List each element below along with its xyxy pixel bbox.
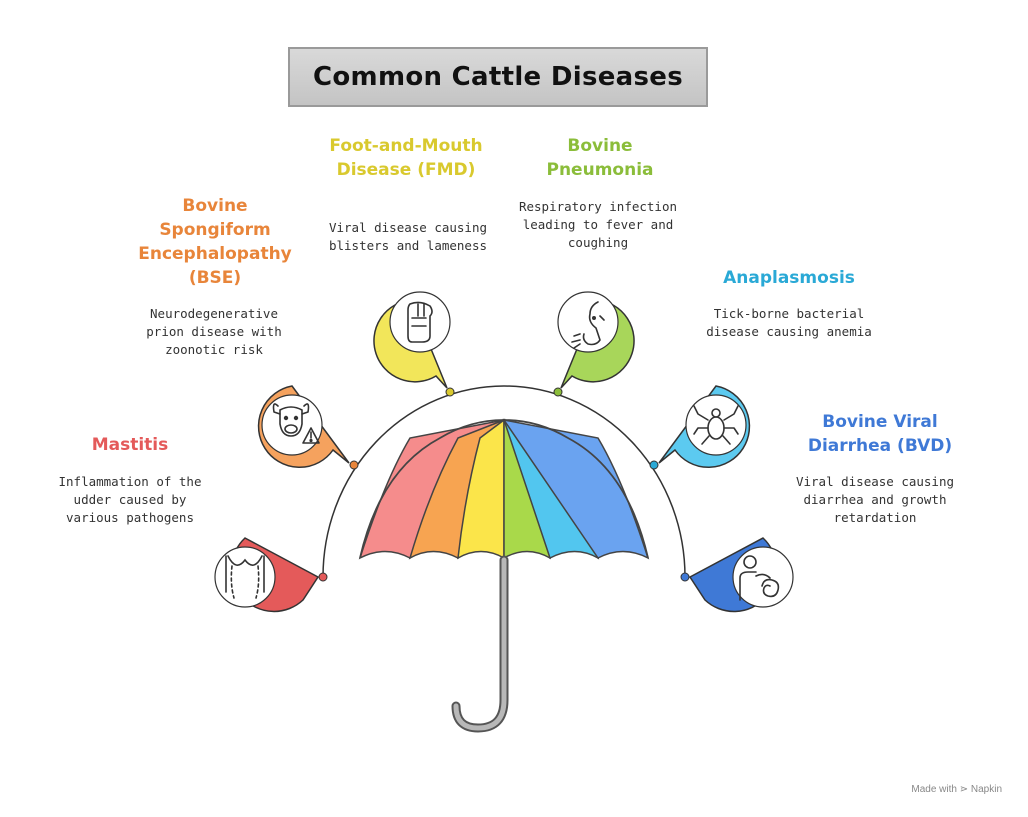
connector-arc <box>322 385 686 578</box>
page-title: Common Cattle Diseases <box>313 62 683 92</box>
desc-bvd: Viral disease causing diarrhea and growt… <box>795 474 955 525</box>
desc-mastitis: Inflammation of the udder caused by vari… <box>58 474 202 525</box>
desc-bse: Neurodegenerative prion disease with zoo… <box>146 306 282 357</box>
umbrella-handle <box>451 555 509 733</box>
badge-bse <box>257 385 350 468</box>
badge-fmd <box>373 291 451 389</box>
label-bvd: Bovine Viral Diarrhea (BVD) <box>807 412 953 456</box>
hoof-icon <box>407 301 433 343</box>
footer-credit: Made with ⋗ Napkin <box>911 784 1002 795</box>
udder-icon <box>225 555 265 599</box>
cow-warning-icon <box>272 403 320 444</box>
badge-mastitis <box>214 537 320 613</box>
umbrella-canopy <box>358 418 650 560</box>
desc-pneumonia: Respiratory infection leading to fever a… <box>518 199 678 250</box>
connector-dot-mastitis <box>318 572 328 582</box>
label-mastitis: Mastitis <box>91 435 169 455</box>
connector-dot-bse <box>349 460 359 470</box>
desc-anaplasmosis: Tick-borne bacterial disease causing ane… <box>706 306 872 339</box>
label-bse: Bovine Spongiform Encephalopathy (BSE) <box>138 196 292 288</box>
connector-dot-fmd <box>445 387 455 397</box>
label-fmd: Foot-and-Mouth Disease (FMD) <box>329 136 483 180</box>
connector-dot-pneumonia <box>553 387 563 397</box>
connector-dot-bvd <box>680 572 690 582</box>
coughing-animal-icon <box>571 301 605 349</box>
label-anaplasmosis: Anaplasmosis <box>723 268 855 288</box>
connector-dot-anaplasmosis <box>649 460 659 470</box>
sick-person-icon <box>739 555 780 601</box>
desc-fmd: Viral disease causing blisters and lamen… <box>328 220 488 253</box>
tick-icon <box>693 405 739 445</box>
badge-pneumonia <box>557 291 635 389</box>
label-pneumonia: Bovine Pneumonia <box>546 136 654 180</box>
title-box: Common Cattle Diseases <box>288 47 708 107</box>
badge-anaplasmosis <box>658 385 751 468</box>
